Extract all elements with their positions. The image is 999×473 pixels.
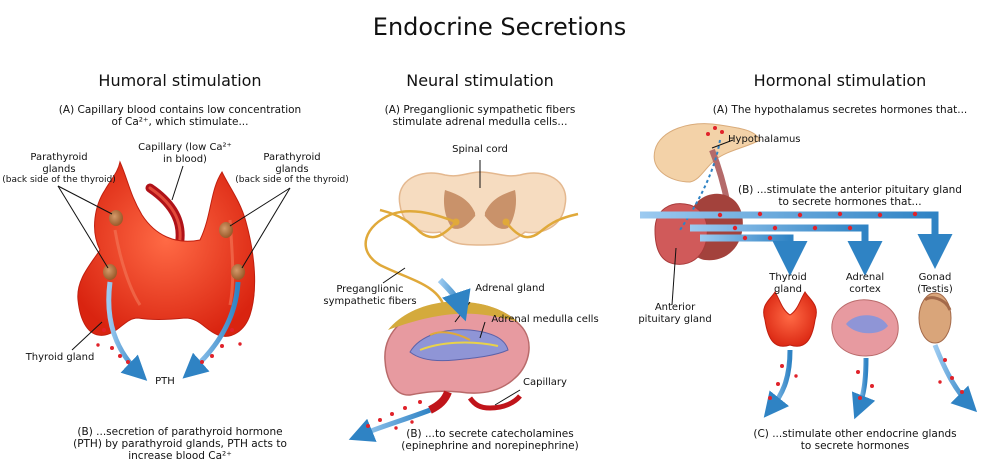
spinal-cord-illustration <box>364 160 579 337</box>
adrenal-cortex-line1: Adrenal <box>845 272 885 283</box>
adrenal-medulla-label: Adrenal medulla cells <box>491 314 599 325</box>
neural-step-a: (A) Preganglionic sympathetic fibers sti… <box>345 104 615 128</box>
parathyroid-left-line3: (back side of the thyroid) <box>2 175 116 185</box>
thyroid-target-label: Thyroid gland <box>758 272 818 295</box>
preganglionic-label: Preganglionic sympathetic fibers <box>315 284 425 307</box>
secretion-arrows <box>763 344 978 420</box>
hormonal-step-c-line1: (C) ...stimulate other endocrine glands <box>753 428 957 440</box>
neural-step-a-line1: (A) Preganglionic sympathetic fibers <box>384 104 576 116</box>
hypothalamus-label: Hypothalamus <box>728 134 801 145</box>
thyroid-gland-label: Thyroid gland <box>25 352 95 363</box>
adrenal-cortex-label: Adrenal cortex <box>835 272 895 295</box>
gonad-line2: (Testis) <box>917 283 953 295</box>
anterior-pituitary-label: Anterior pituitary gland <box>625 302 725 325</box>
page-title: Endocrine Secretions <box>372 13 627 41</box>
neural-step-a-line2: stimulate adrenal medulla cells... <box>392 116 568 129</box>
testis-illustration <box>918 292 952 344</box>
thyroid-gland-illustration <box>57 160 291 381</box>
neural-step-b: (B) ...to secrete catecholamines (epinep… <box>370 428 610 452</box>
humoral-step-a-line1: (A) Capillary blood contains low concent… <box>58 104 302 116</box>
hormonal-step-a: (A) The hypothalamus secretes hormones t… <box>712 104 968 116</box>
humoral-step-b-line3: increase blood Ca²⁺ <box>128 450 232 463</box>
adrenal-gland-illustration <box>348 277 530 442</box>
parathyroid-left-line2: glands <box>42 163 76 175</box>
hormonal-step-c-line2: to secrete hormones <box>800 440 910 453</box>
hormonal-step-b-line2: to secrete hormones that... <box>778 196 922 209</box>
anterior-pituitary-line1: Anterior <box>654 302 696 313</box>
humoral-step-a-line2: of Ca²⁺, which stimulate... <box>111 116 249 129</box>
humoral-step-b-line2: (PTH) by parathyroid glands, PTH acts to <box>73 438 287 451</box>
capillary-label: Capillary (low Ca²⁺ in blood) <box>130 142 240 165</box>
parathyroid-left-line1: Parathyroid <box>30 152 88 163</box>
hormonal-heading: Hormonal stimulation <box>753 71 927 90</box>
adrenal-gland-label: Adrenal gland <box>475 283 545 294</box>
parathyroid-left-label: Parathyroid glands (back side of the thy… <box>0 152 118 185</box>
adrenal-cortex-line2: cortex <box>849 283 881 295</box>
anterior-pituitary-line2: pituitary gland <box>638 313 712 325</box>
parathyroid-right-label: Parathyroid glands (back side of the thy… <box>232 152 352 185</box>
thyroid-target-line2: gland <box>774 283 802 295</box>
hormonal-step-b-line1: (B) ...stimulate the anterior pituitary … <box>738 184 962 196</box>
humoral-step-b: (B) ...secretion of parathyroid hormone … <box>40 426 320 462</box>
gonad-line1: Gonad <box>918 272 952 283</box>
thyroid-target-line1: Thyroid <box>769 272 807 283</box>
humoral-heading: Humoral stimulation <box>98 71 262 90</box>
preganglionic-label-line2: sympathetic fibers <box>323 295 417 307</box>
hormonal-step-c: (C) ...stimulate other endocrine glands … <box>720 428 990 452</box>
spinal-cord-label: Spinal cord <box>452 144 508 155</box>
hormonal-step-b: (B) ...stimulate the anterior pituitary … <box>715 184 985 208</box>
humoral-step-a: (A) Capillary blood contains low concent… <box>40 104 320 128</box>
pth-label: PTH <box>155 376 175 387</box>
preganglionic-label-line1: Preganglionic <box>336 284 404 295</box>
parathyroid-right-line3: (back side of the thyroid) <box>235 175 349 185</box>
parathyroid-right-line1: Parathyroid <box>263 152 321 163</box>
neural-heading: Neural stimulation <box>406 71 554 90</box>
capillary-label-line1: Capillary (low Ca²⁺ <box>138 142 232 153</box>
capillary-label-line2: in blood) <box>163 153 207 165</box>
neural-step-b-line1: (B) ...to secrete catecholamines <box>406 428 574 440</box>
neural-step-b-line2: (epinephrine and norepinephrine) <box>401 440 579 453</box>
parathyroid-right-line2: glands <box>275 163 309 175</box>
hypothalamus-pituitary-illustration <box>640 123 953 357</box>
gonad-label: Gonad (Testis) <box>905 272 965 295</box>
capillary-neural-label: Capillary <box>523 377 567 388</box>
humoral-step-b-line1: (B) ...secretion of parathyroid hormone <box>77 426 283 438</box>
